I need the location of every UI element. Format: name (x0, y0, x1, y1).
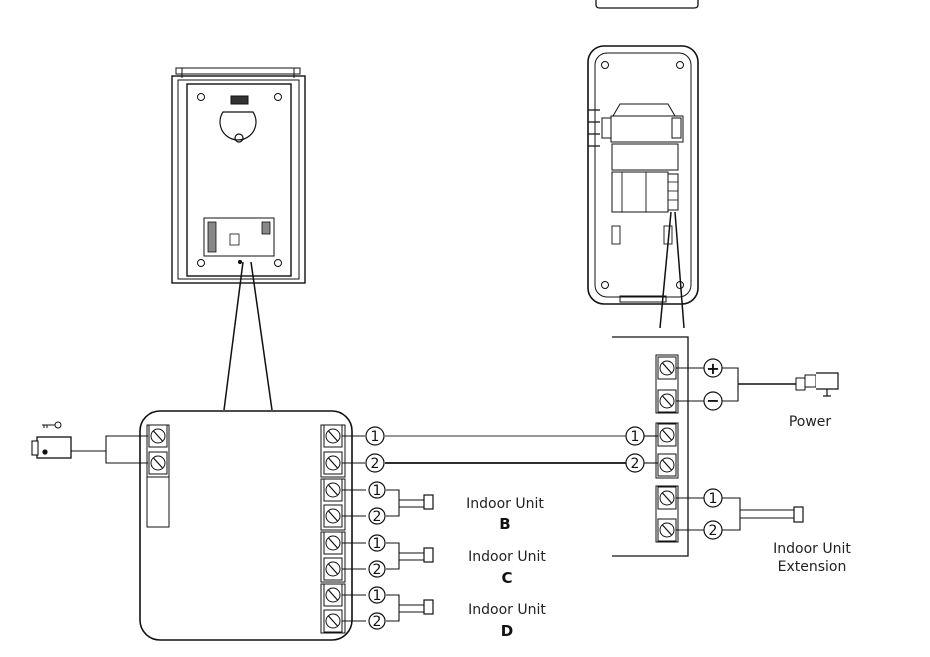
extension-label-line2: Extension (778, 559, 847, 575)
mounting-bracket (171, 67, 306, 284)
terminal-number-2: 2 (373, 562, 382, 578)
terminal-number-1: 1 (373, 483, 382, 499)
power-supply (676, 358, 839, 411)
extension-wires (676, 488, 804, 540)
terminal-number-1: 1 (371, 429, 380, 445)
right-terminal-box (612, 336, 689, 557)
terminal-number-2: 2 (373, 509, 382, 525)
terminal-number-2: 2 (373, 614, 382, 630)
indoor-unit-d-label: Indoor Unit (468, 602, 546, 618)
diagram-labels: Power Indoor Unit B Indoor Unit C Indoor… (466, 414, 851, 640)
extension-label-line1: Indoor Unit (773, 541, 851, 557)
terminal-minus: − (706, 391, 719, 410)
left-control-box (139, 410, 353, 641)
terminal-number-1: 1 (373, 536, 382, 552)
terminal-number-circles (365, 426, 645, 630)
indoor-unit-c-letter: C (501, 569, 512, 587)
bracket-wires (223, 261, 273, 411)
terminal-number-1: 1 (373, 588, 382, 604)
camera-wires (659, 211, 685, 329)
indoor-unit-b-label: Indoor Unit (466, 496, 544, 512)
terminal-plus: + (706, 359, 719, 378)
key-icon (42, 421, 62, 429)
indoor-unit-wires (342, 489, 434, 622)
indoor-unit-c-label: Indoor Unit (468, 549, 546, 565)
terminal-number-1: 1 (631, 429, 640, 445)
doorbell-camera (587, 45, 699, 305)
terminal-numbers: 1 2 1 2 1 2 1 2 1 2 1 2 + − (371, 359, 720, 630)
indoor-unit-d-letter: D (501, 622, 513, 640)
terminal-number-2: 2 (371, 456, 380, 472)
top-partial-object (595, 0, 699, 9)
main-link-wires (342, 435, 658, 464)
terminal-number-2: 2 (631, 456, 640, 472)
lock-device (31, 435, 148, 464)
indoor-unit-b-letter: B (499, 515, 510, 533)
power-label: Power (789, 414, 832, 430)
terminal-number-2: 2 (709, 523, 718, 539)
terminal-number-1: 1 (709, 491, 718, 507)
